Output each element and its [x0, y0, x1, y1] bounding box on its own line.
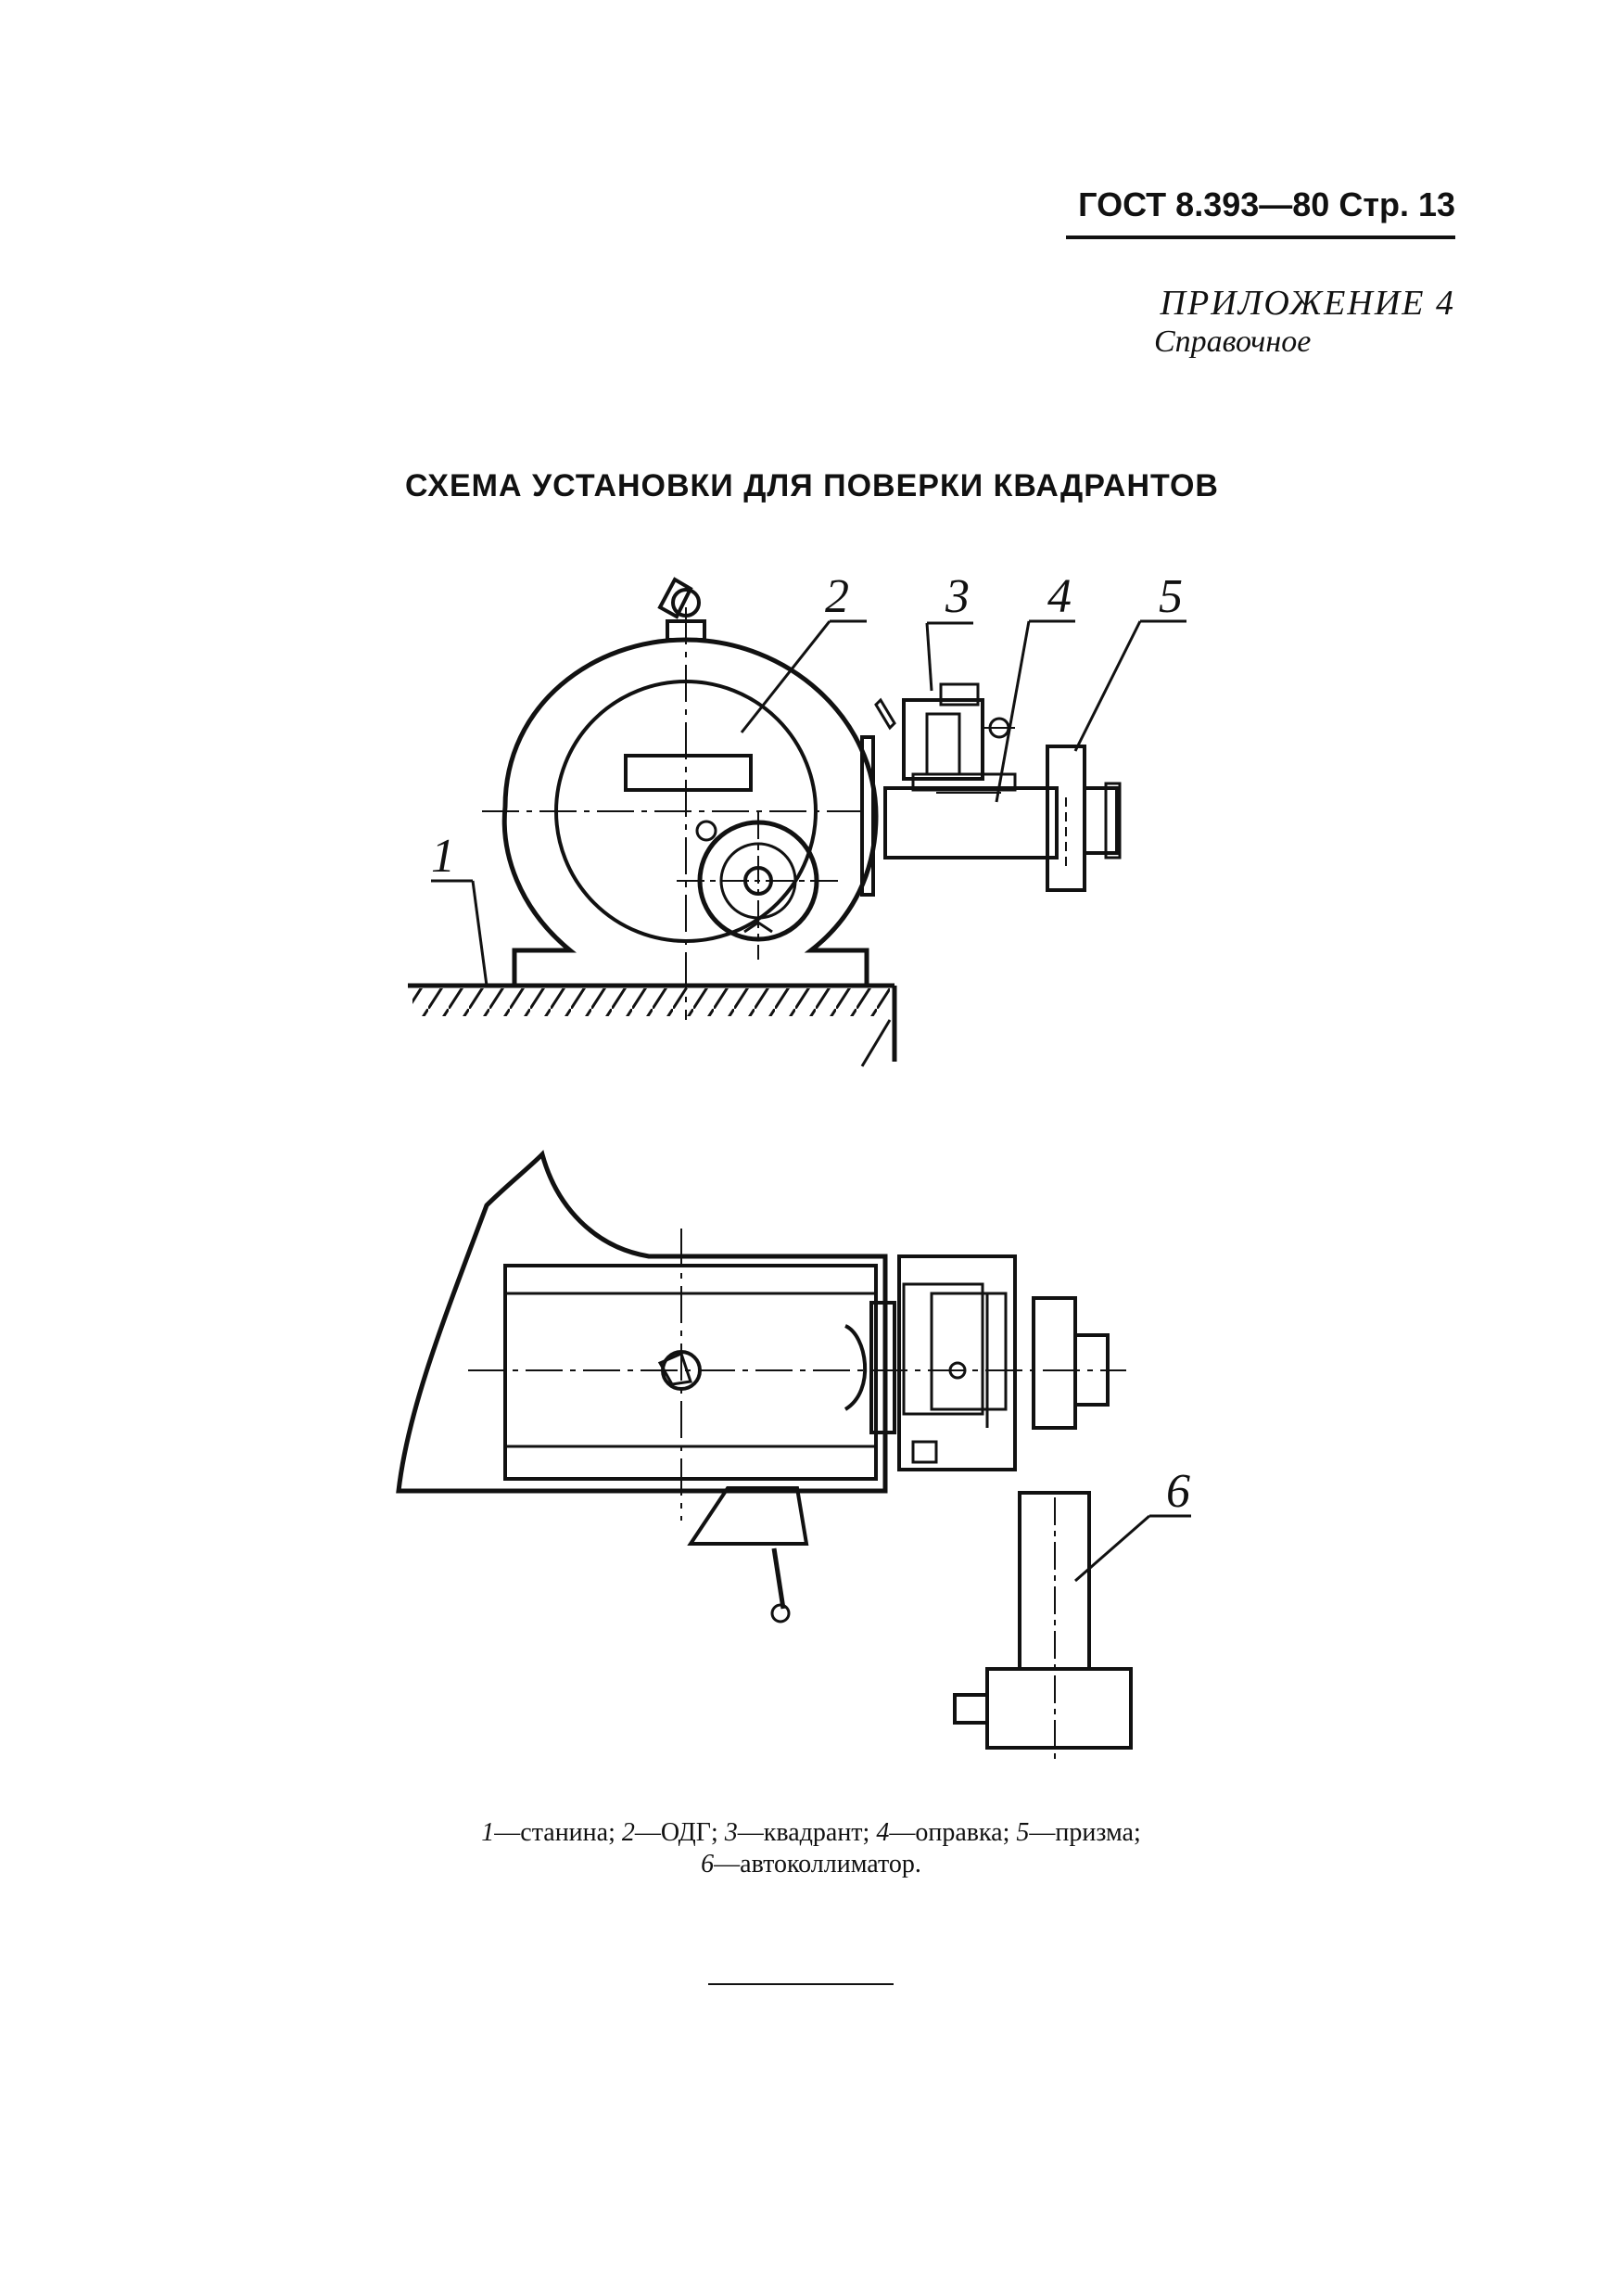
odg-housing [482, 577, 881, 1020]
bench-surface [408, 983, 897, 1067]
callout-6: 6 [1166, 1465, 1190, 1518]
quadrant-assembly [860, 682, 1059, 897]
appendix-subtitle: Справочное [1154, 325, 1312, 359]
figure-caption: 1—станина; 2—ОДГ; 3—квадрант; 4—оправка;… [232, 1817, 1390, 1880]
figure-title: СХЕМА УСТАНОВКИ ДЛЯ ПОВЕРКИ КВАДРАНТОВ [405, 468, 1219, 503]
end-rule [708, 1983, 894, 1985]
callout-leaders-top [431, 619, 1186, 987]
callout-4: 4 [1047, 570, 1072, 623]
side-view [408, 577, 1186, 1067]
caption-item-5: 5—призма; [1016, 1818, 1141, 1847]
appendix-title: ПРИЛОЖЕНИЕ 4 [1160, 284, 1455, 323]
page-header: ГОСТ 8.393—80 Стр. 13 [1066, 185, 1455, 224]
callout-3: 3 [945, 570, 970, 623]
header-rule [1066, 236, 1455, 239]
caption-item-1: 1—станина; [481, 1818, 615, 1847]
caption-item-4: 4—оправка; [876, 1818, 1010, 1847]
callout-5: 5 [1159, 570, 1183, 623]
callout-2: 2 [825, 570, 849, 623]
plan-view [396, 1150, 1191, 1762]
page-number: Стр. 13 [1339, 185, 1455, 223]
prism [1046, 745, 1122, 892]
caption-item-6: 6—автоколлиматор. [701, 1850, 921, 1878]
callout-1: 1 [431, 830, 455, 883]
caption-item-2: 2—ОДГ; [621, 1818, 718, 1847]
standard-number: ГОСТ 8.393—80 [1078, 185, 1330, 223]
caption-item-3: 3—квадрант; [724, 1818, 870, 1847]
